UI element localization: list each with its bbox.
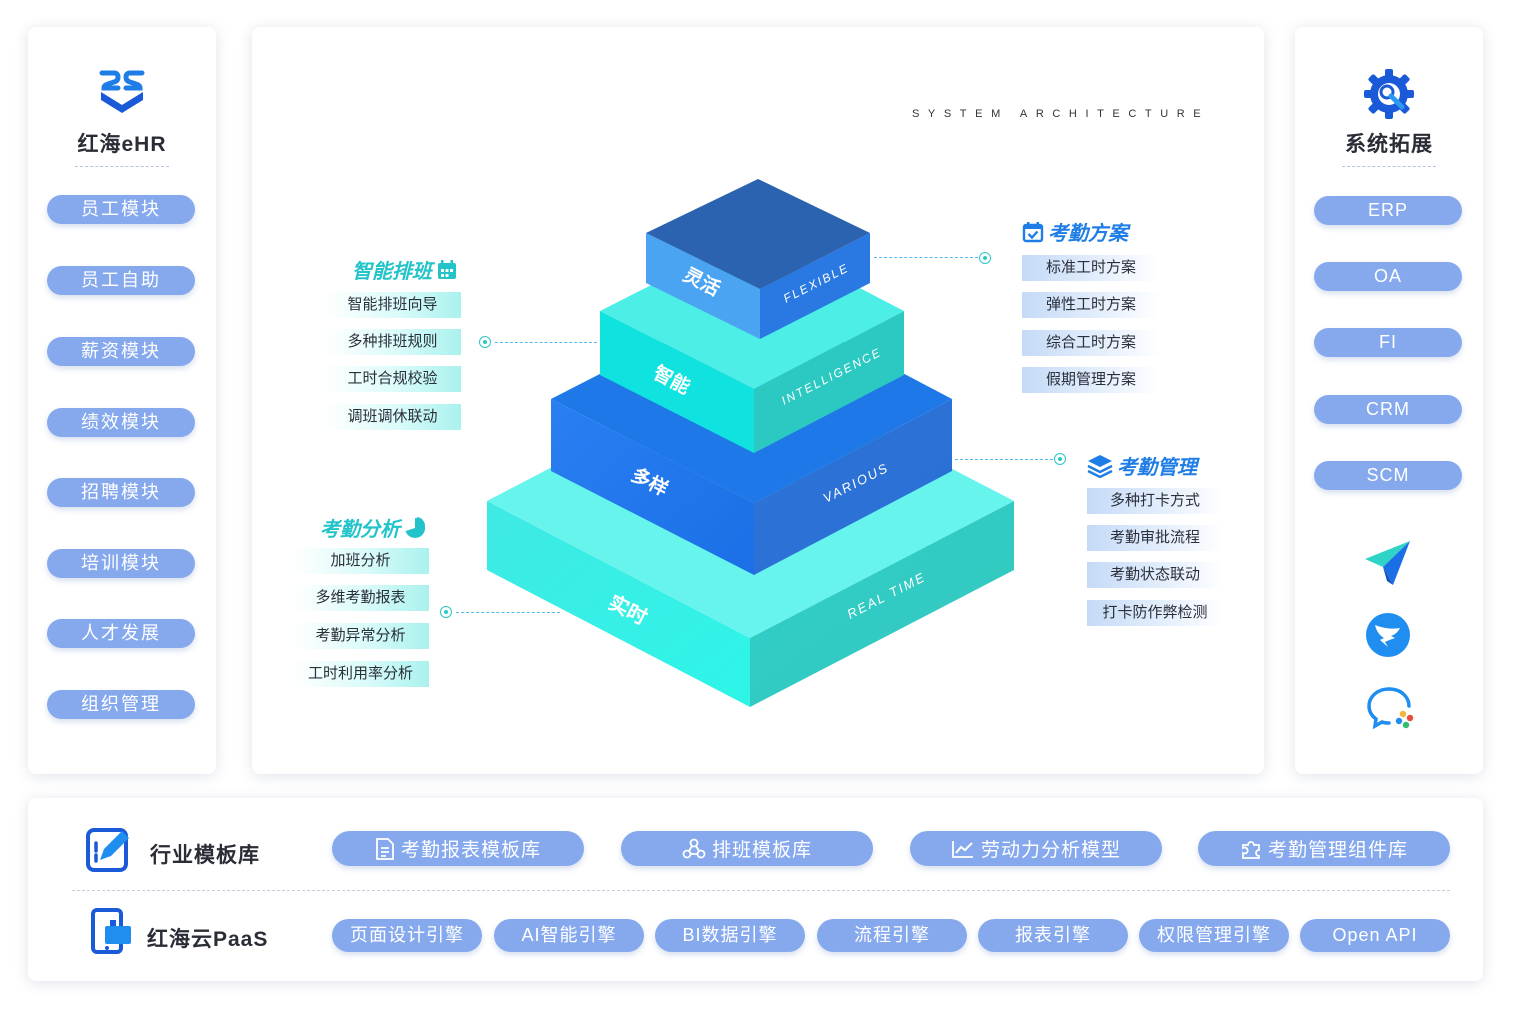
template-components[interactable]: 考勤管理组件库 <box>1198 831 1450 866</box>
connector-line-analysis <box>456 612 560 613</box>
left-item-employee[interactable]: 员工模块 <box>47 195 195 224</box>
architecture-header: SYSTEM ARCHITECTURE <box>912 108 1210 120</box>
feature-shift-swap: 调班调休联动 <box>324 404 461 430</box>
group-scheduling-label: 智能排班 <box>352 261 432 283</box>
group-plans-label: 考勤方案 <box>1048 223 1128 245</box>
trend-chart-icon <box>952 840 973 858</box>
engine-page-design[interactable]: 页面设计引擎 <box>332 919 482 952</box>
template-scheduling[interactable]: 排班模板库 <box>621 831 873 866</box>
extension-title: 系统拓展 <box>1345 133 1433 156</box>
hr-logo-icon <box>99 70 145 113</box>
layers-icon <box>1087 454 1113 478</box>
left-item-organization[interactable]: 组织管理 <box>47 690 195 719</box>
title-divider <box>75 166 169 167</box>
calendar-icon <box>438 259 456 279</box>
paas-label: 红海云PaaS <box>147 928 269 951</box>
architecture-pyramid: 实时 REAL TIME 多样 VARIOUS 智能 INTELLIGENCE … <box>487 179 1014 707</box>
right-item-fi[interactable]: FI <box>1314 328 1462 357</box>
left-item-performance[interactable]: 绩效模块 <box>47 408 195 437</box>
right-item-erp[interactable]: ERP <box>1314 196 1462 225</box>
feature-leave-management: 假期管理方案 <box>1022 367 1160 393</box>
right-panel: 系统拓展 ERP OA FI CRM SCM <box>1295 27 1483 774</box>
template-edit-icon <box>86 828 129 872</box>
feature-approval-flow: 考勤审批流程 <box>1087 525 1223 551</box>
template-labor-analysis[interactable]: 劳动力分析模型 <box>910 831 1162 866</box>
pie-chart-icon <box>405 516 426 538</box>
title-divider <box>1342 166 1436 167</box>
engine-report[interactable]: 报表引擎 <box>978 919 1128 952</box>
connector-dot-analysis <box>440 606 452 618</box>
template-components-label: 考勤管理组件库 <box>1267 840 1408 861</box>
engine-ai[interactable]: AI智能引擎 <box>494 919 644 952</box>
connector-line-scheduling <box>495 342 597 343</box>
feature-comprehensive-hours: 综合工时方案 <box>1022 330 1160 356</box>
left-item-recruitment[interactable]: 招聘模块 <box>47 478 195 507</box>
brand-title: 红海eHR <box>77 133 167 156</box>
connector-dot-management <box>1054 453 1066 465</box>
left-item-talent[interactable]: 人才发展 <box>47 619 195 648</box>
feature-scheduling-rules: 多种排班规则 <box>324 329 461 355</box>
group-management-title: 考勤管理 <box>1087 451 1197 480</box>
feature-hours-compliance: 工时合规校验 <box>324 366 461 392</box>
document-icon <box>376 837 394 860</box>
engine-permission[interactable]: 权限管理引擎 <box>1139 919 1289 952</box>
left-item-self-service[interactable]: 员工自助 <box>47 266 195 295</box>
engine-open-api[interactable]: Open API <box>1300 919 1450 952</box>
left-panel: 红海eHR 员工模块 员工自助 薪资模块 绩效模块 招聘模块 培训模块 人才发展… <box>28 27 216 774</box>
connector-dot-scheduling <box>479 336 491 348</box>
template-attendance-report[interactable]: 考勤报表模板库 <box>332 831 584 866</box>
layer-flexible: 灵活 FLEXIBLE <box>646 179 870 339</box>
engine-workflow[interactable]: 流程引擎 <box>817 919 967 952</box>
feature-anti-cheat: 打卡防作弊检测 <box>1087 600 1223 626</box>
wecom-icon[interactable] <box>1367 685 1419 733</box>
center-panel: SYSTEM ARCHITECTURE 实时 REAL TIME <box>252 27 1264 774</box>
right-item-crm[interactable]: CRM <box>1314 395 1462 424</box>
group-scheduling-title: 智能排班 <box>352 255 458 284</box>
feature-status-linkage: 考勤状态联动 <box>1087 562 1223 588</box>
connector-line-management <box>955 459 1053 460</box>
paper-plane-icon[interactable] <box>1363 537 1413 587</box>
group-analysis-title: 考勤分析 <box>320 513 426 542</box>
dingtalk-icon[interactable] <box>1365 612 1411 658</box>
puzzle-icon <box>1242 840 1260 859</box>
feature-flexible-hours: 弹性工时方案 <box>1022 292 1160 318</box>
calendar-check-icon <box>1022 221 1044 242</box>
group-management-label: 考勤管理 <box>1117 457 1197 479</box>
connector-dot-plans <box>979 252 991 264</box>
feature-standard-hours: 标准工时方案 <box>1022 255 1160 281</box>
feature-overtime-analysis: 加班分析 <box>292 548 429 574</box>
templates-label: 行业模板库 <box>150 844 260 867</box>
group-plans-title: 考勤方案 <box>1022 217 1128 246</box>
engine-bi-data[interactable]: BI数据引擎 <box>655 919 805 952</box>
left-item-training[interactable]: 培训模块 <box>47 549 195 578</box>
feature-clockin-methods: 多种打卡方式 <box>1087 488 1223 514</box>
template-scheduling-label: 排班模板库 <box>711 840 812 861</box>
right-item-oa[interactable]: OA <box>1314 262 1462 291</box>
bottom-panel: 行业模板库 考勤报表模板库 排班模板库 劳动力分析模型 考勤管理组件库 红海云P… <box>28 798 1483 981</box>
template-labor-analysis-label: 劳动力分析模型 <box>980 840 1121 861</box>
feature-anomaly-analysis: 考勤异常分析 <box>292 623 429 649</box>
connector-line-plans <box>874 257 978 258</box>
paas-cloud-device-icon <box>91 908 131 954</box>
group-analysis-label: 考勤分析 <box>320 519 400 541</box>
feature-utilization-analysis: 工时利用率分析 <box>292 661 429 687</box>
feature-scheduling-wizard: 智能排班向导 <box>324 292 461 318</box>
right-item-scm[interactable]: SCM <box>1314 461 1462 490</box>
template-attendance-report-label: 考勤报表模板库 <box>400 840 541 861</box>
settings-wrench-icon <box>1364 69 1414 119</box>
left-item-payroll[interactable]: 薪资模块 <box>47 337 195 366</box>
share-nodes-icon <box>682 838 706 858</box>
feature-multi-report: 多维考勤报表 <box>292 585 429 611</box>
bottom-divider <box>72 890 1450 891</box>
